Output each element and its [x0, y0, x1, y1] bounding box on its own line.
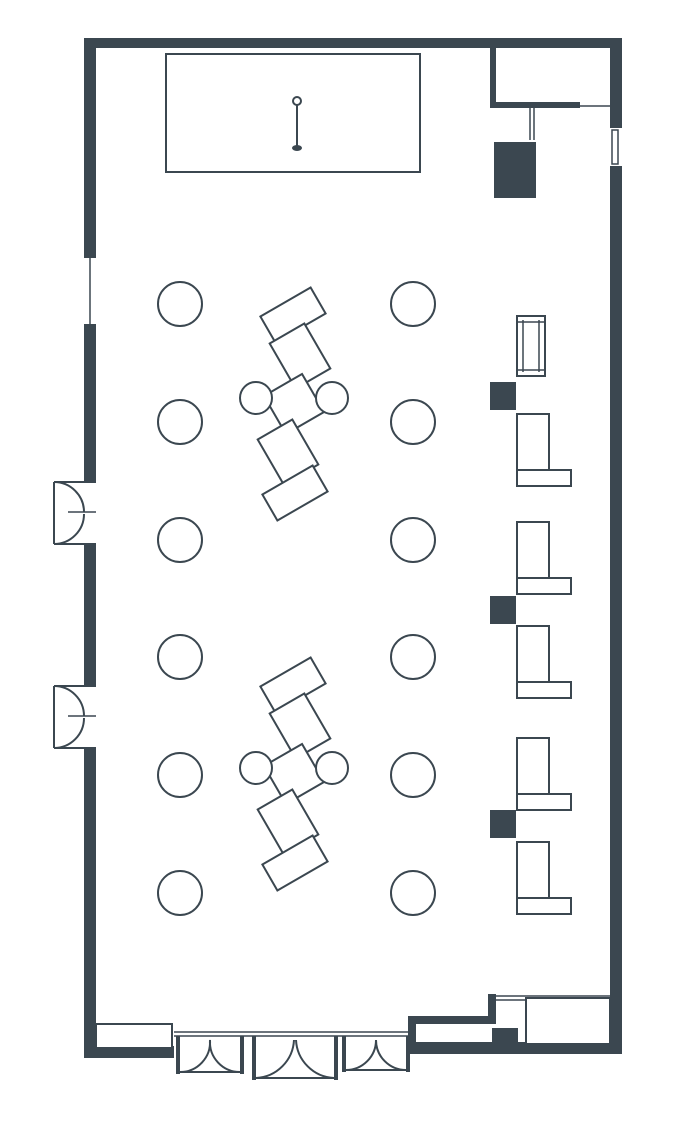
stage [165, 53, 421, 173]
round-table[interactable] [390, 517, 436, 563]
lounge-cluster-top[interactable] [239, 286, 349, 522]
side-table-cube [490, 596, 516, 624]
round-table[interactable] [390, 634, 436, 680]
entry-door-1[interactable] [176, 1036, 244, 1074]
left-double-door-1[interactable] [53, 481, 96, 545]
bottom-right-cabinet [525, 997, 611, 1045]
stage-area [165, 53, 421, 173]
bottom-right-room [408, 994, 611, 1052]
sofa-unit[interactable] [516, 521, 572, 595]
side-table-cube [490, 810, 516, 838]
round-table[interactable] [390, 752, 436, 798]
small-bench[interactable] [516, 315, 546, 377]
wall-left [84, 38, 96, 1058]
wall-openings [84, 128, 622, 748]
bottom-right-cube [492, 1028, 518, 1052]
sofa-unit[interactable] [516, 841, 572, 915]
round-table[interactable] [157, 634, 203, 680]
left-door-gap-1 [84, 482, 96, 544]
side-table-cube [490, 382, 516, 410]
sofa-unit[interactable] [516, 413, 572, 487]
entry-door-2[interactable] [252, 1036, 338, 1080]
left-double-door-2[interactable] [53, 685, 96, 749]
round-table[interactable] [390, 281, 436, 327]
round-table[interactable] [157, 752, 203, 798]
entry-door-3[interactable] [342, 1036, 410, 1072]
round-table[interactable] [157, 281, 203, 327]
mic-stand-base [292, 145, 302, 151]
sofa-unit[interactable] [516, 737, 572, 811]
round-tables-left [157, 281, 203, 916]
wall-right [610, 38, 622, 1054]
top-right-room [490, 46, 610, 198]
round-table[interactable] [390, 870, 436, 916]
top-right-cabinet [494, 142, 536, 198]
wall-top [84, 38, 622, 48]
right-window-pane [611, 129, 619, 165]
left-door-gap-2 [84, 686, 96, 748]
sofa-unit[interactable] [516, 625, 572, 699]
round-table[interactable] [390, 399, 436, 445]
bottom-left-counter [95, 1023, 173, 1049]
round-tables-right [390, 281, 436, 916]
round-table[interactable] [157, 870, 203, 916]
bottom-entry-doors[interactable] [174, 1031, 410, 1080]
right-seating [490, 315, 572, 915]
right-window-gap [610, 128, 622, 166]
round-table[interactable] [157, 517, 203, 563]
round-table[interactable] [157, 399, 203, 445]
lounge-cluster-bottom[interactable] [239, 656, 349, 892]
